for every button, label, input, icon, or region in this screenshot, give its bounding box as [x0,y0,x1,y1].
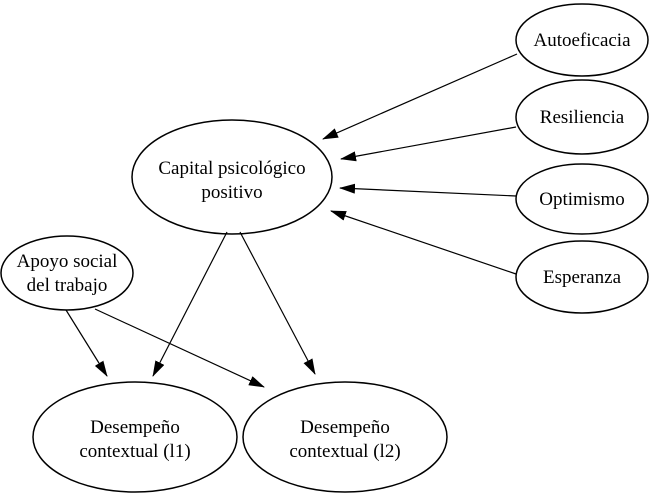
edge-esperanza-to-capital [330,210,517,275]
edge-capital-to-desempeno-l1 [152,231,228,377]
edge-apoyo-to-desempeno-l1 [65,309,108,377]
node-ellipse-resiliencia [515,79,649,155]
node-ellipse-autoeficacia [515,3,649,77]
edge-optimismo-to-capital [339,183,517,197]
edge-autoeficacia-to-capital [322,53,518,140]
node-ellipse-desempeno-l2 [242,381,448,493]
edge-capital-to-desempeno-l2 [239,231,316,375]
node-ellipse-esperanza [515,240,649,314]
edge-apoyo-to-desempeno-l2 [94,308,265,388]
node-ellipse-optimismo [515,163,649,235]
node-ellipse-apoyo-social [0,235,134,311]
edge-resiliencia-to-capital [340,126,517,162]
node-ellipse-desempeno-l1 [32,381,238,493]
node-ellipse-capital-psicologico [131,119,333,235]
